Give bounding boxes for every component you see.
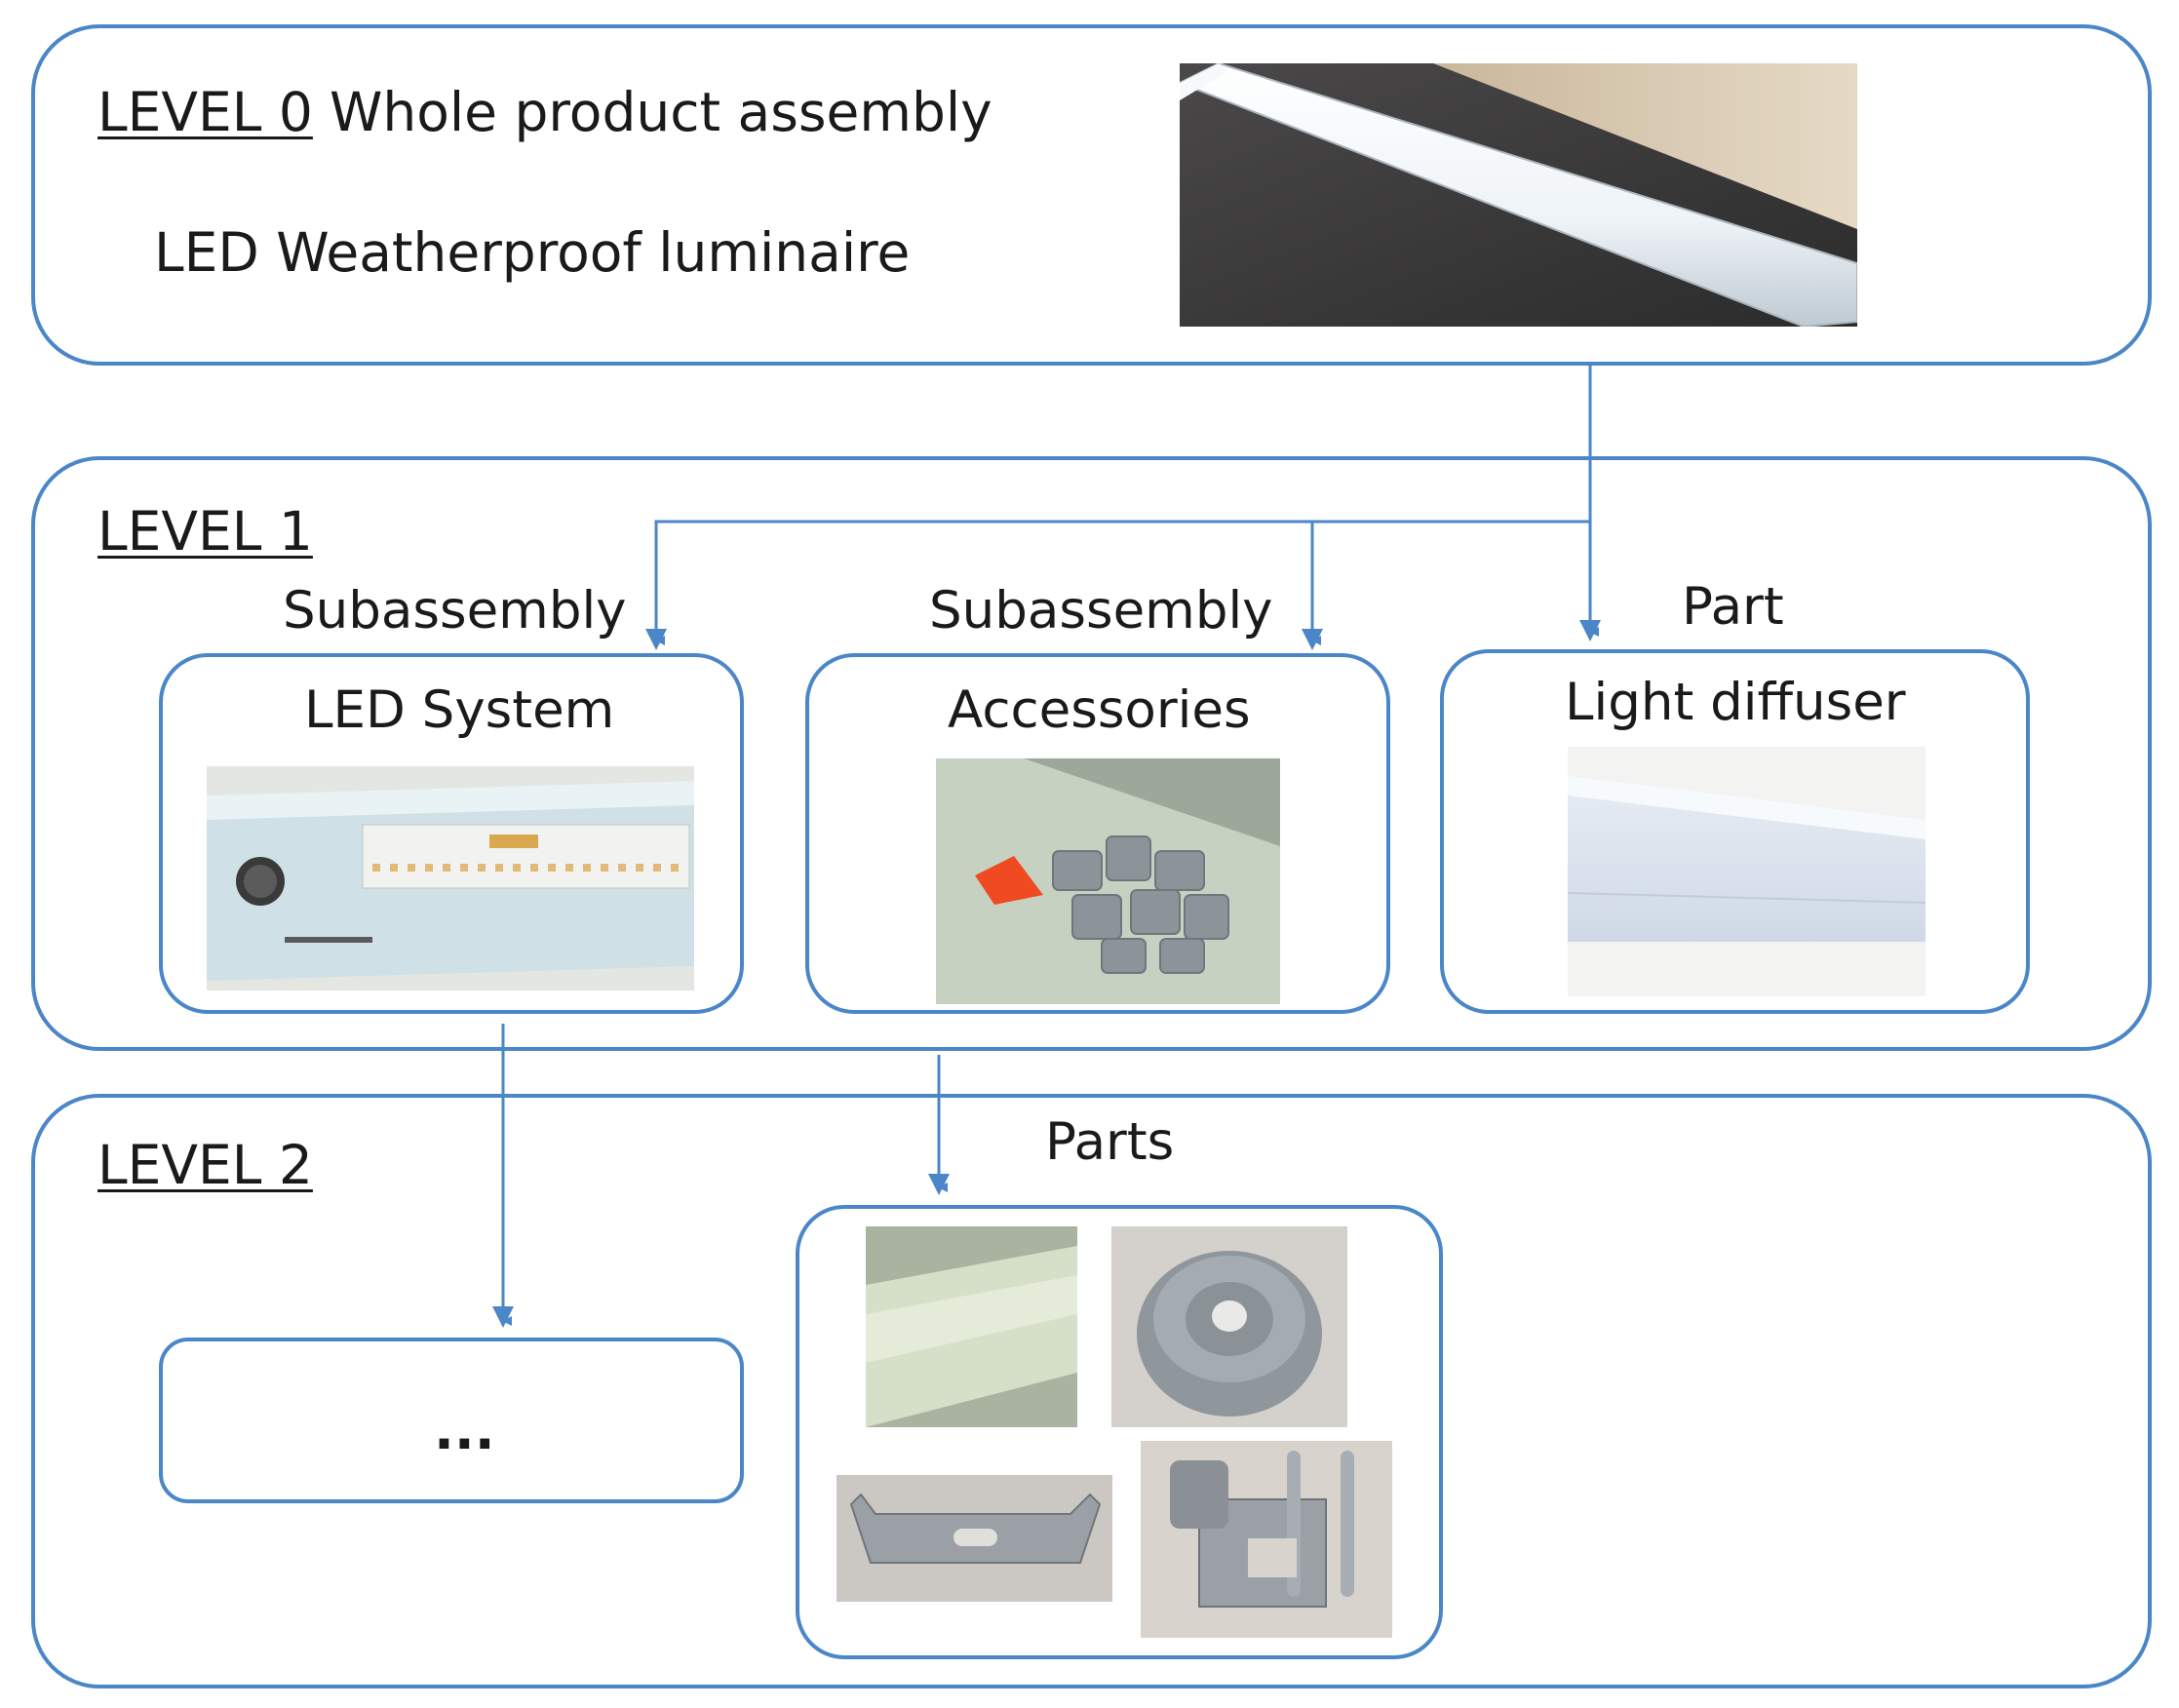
gasket-photo [866,1226,1077,1427]
cable-gland-photo [1111,1226,1347,1427]
accessories-name: Accessories [948,680,1251,740]
light-diffuser-box [1440,649,2030,1014]
led-system-name: LED System [304,680,615,740]
diffuser-photo [1568,747,1926,996]
led-board-photo [207,766,694,990]
clip-photo [1141,1441,1392,1638]
level-2-panel [31,1094,2152,1689]
level-1-label: LEVEL 1 [97,500,313,563]
arrow-to-led-system [654,520,1590,645]
accessories-box [805,653,1390,1014]
diffuser-category: Part [1682,577,1784,637]
luminaire-photo [1180,63,1857,327]
led-system-category: Subassembly [283,581,627,640]
level-0-title: Whole product assembly [330,81,992,143]
product-name: LED Weatherproof luminaire [154,221,911,284]
accessory-bag-photo [936,758,1280,1004]
level-0-panel [31,24,2152,366]
led-system-parts-box [159,1338,744,1503]
level-1-panel [31,456,2152,1051]
ellipsis-text: ... [434,1399,495,1461]
level-0-label: LEVEL 0 [97,81,313,143]
accessories-category: Subassembly [929,581,1273,640]
mounting-bracket-photo [837,1475,1112,1602]
led-system-box [159,653,744,1014]
accessory-parts-box [796,1205,1443,1659]
light-diffuser-name: Light diffuser [1565,673,1906,732]
level-2-label: LEVEL 2 [97,1134,313,1196]
parts-label: Parts [1045,1112,1175,1172]
